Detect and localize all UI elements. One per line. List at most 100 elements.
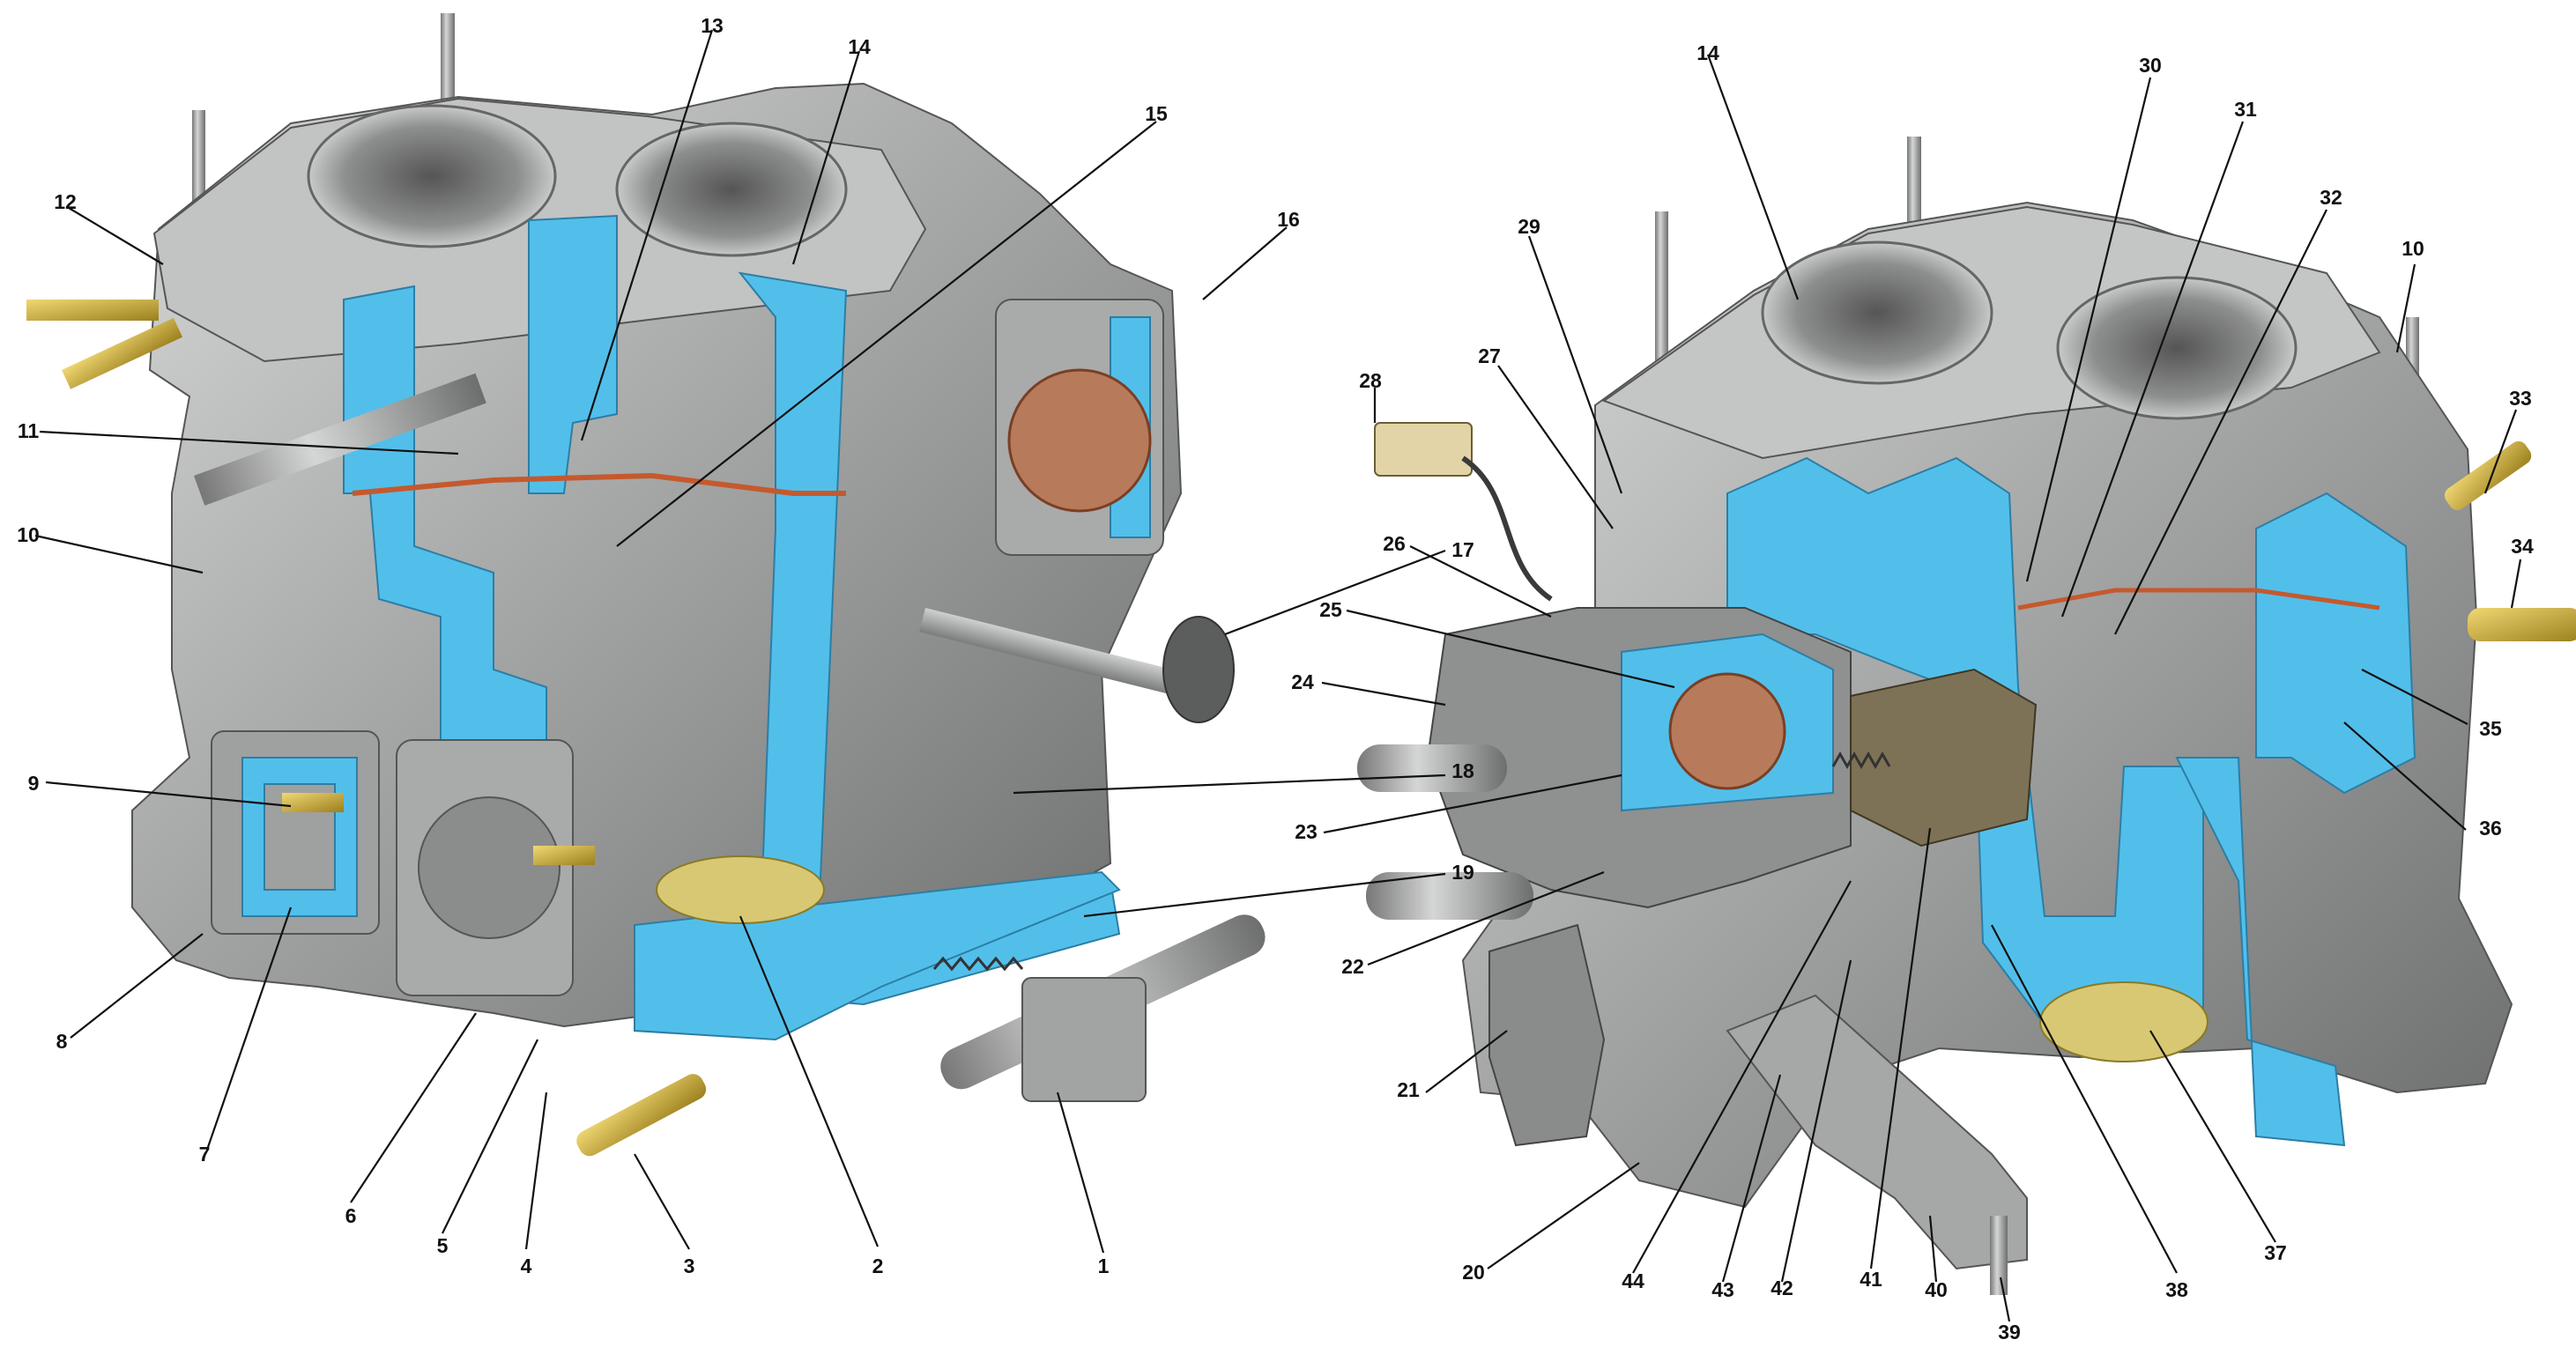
left-carburetor-illustration	[26, 13, 1266, 1157]
callout-41: 41	[1860, 1268, 1882, 1291]
brass-screw	[576, 1074, 707, 1157]
air-bore	[1761, 241, 1993, 385]
fuel-inlet	[26, 300, 159, 321]
callout-7: 7	[199, 1143, 211, 1166]
callout-20: 20	[1462, 1261, 1485, 1284]
brass-valve	[282, 793, 344, 812]
right-carburetor-illustration	[1357, 137, 2576, 1295]
callout-10: 10	[17, 523, 40, 546]
leader-line	[1869, 827, 1932, 1269]
leader-line	[2483, 409, 2518, 494]
air-bore	[307, 104, 557, 248]
leader-line	[1527, 235, 1623, 494]
throttle-lever	[1726, 994, 2028, 1270]
leader-line	[39, 430, 459, 455]
vacuum-tube	[1357, 744, 1507, 792]
callout-25: 25	[1319, 598, 1342, 621]
leader-line	[1487, 1162, 1640, 1269]
leader-line	[1346, 609, 1675, 689]
callout-37: 37	[2264, 1241, 2287, 1264]
throttle-plate	[656, 855, 825, 924]
mounting-stud	[1655, 211, 1668, 361]
leader-line	[2361, 669, 2468, 725]
callout-15: 15	[1145, 102, 1168, 125]
callout-40: 40	[1925, 1278, 1948, 1301]
fuel-fitting	[2468, 608, 2576, 641]
connector-wire	[1461, 455, 1553, 602]
callout-17: 17	[1451, 538, 1474, 561]
leader-line	[524, 1092, 548, 1250]
callout-42: 42	[1771, 1277, 1793, 1299]
air-bore	[615, 122, 848, 257]
leader-line	[70, 933, 204, 1039]
diaphragm	[1668, 672, 1786, 790]
throttle-plate	[2039, 981, 2209, 1062]
leader-line	[1409, 545, 1552, 618]
leader-line	[2149, 1030, 2276, 1243]
bracket	[1488, 923, 1606, 1147]
leader-line	[1321, 681, 1446, 707]
cutaway-section	[528, 214, 618, 494]
air-bore	[2056, 276, 2298, 420]
leader-line	[1928, 1215, 1938, 1283]
callout-9: 9	[28, 772, 40, 795]
callout-14: 14	[848, 35, 871, 58]
leader-line	[580, 29, 714, 441]
leader-line	[616, 121, 1157, 547]
leader-line	[2510, 559, 2522, 609]
callout-35: 35	[2479, 717, 2502, 740]
leader-line	[1425, 1030, 1508, 1093]
leader-line	[1323, 773, 1622, 834]
adjusting-screw	[1990, 1216, 2008, 1295]
leader-line	[2025, 77, 2152, 582]
idle-screw	[193, 373, 486, 506]
leader-line	[45, 781, 292, 808]
leader-line	[350, 1012, 477, 1203]
callout-24: 24	[1291, 670, 1314, 693]
leader-line	[791, 50, 861, 265]
cutaway-section	[2255, 492, 2416, 795]
cutaway-section	[241, 757, 358, 917]
leader-line	[2060, 121, 2245, 618]
cutaway-section	[1726, 456, 2204, 1050]
leader-line	[442, 1039, 538, 1234]
leader-line	[1367, 870, 1605, 966]
callout-10-right: 10	[2402, 237, 2424, 260]
leader-line	[634, 1153, 690, 1250]
callout-11: 11	[18, 419, 40, 442]
leader-line	[1224, 549, 1446, 636]
leader-line	[1056, 1092, 1105, 1254]
leader-line	[1706, 54, 1800, 300]
callout-12: 12	[54, 190, 77, 213]
leader-line	[68, 207, 164, 265]
leader-line	[2114, 209, 2327, 635]
callout-44: 44	[1622, 1269, 1644, 1292]
callout-4: 4	[521, 1254, 532, 1277]
diaphragm	[418, 796, 560, 939]
callout-33: 33	[2509, 387, 2532, 410]
callout-21: 21	[1397, 1078, 1420, 1101]
leader-line	[739, 915, 880, 1247]
callout-31: 31	[2234, 98, 2257, 121]
callout-30: 30	[2139, 54, 2162, 77]
callout-8: 8	[56, 1030, 68, 1053]
callout-32: 32	[2320, 186, 2342, 209]
callout-19: 19	[1451, 861, 1474, 884]
leader-line	[1497, 365, 1614, 529]
gasket	[352, 472, 846, 496]
callout-6: 6	[345, 1204, 357, 1227]
throttle-shaft	[919, 607, 1174, 694]
leader-line	[1991, 924, 2178, 1274]
callout-2: 2	[872, 1254, 884, 1277]
leader-line	[1721, 1074, 1782, 1283]
leader-line	[1632, 880, 1852, 1274]
callout-29: 29	[1518, 215, 1540, 238]
electrical-connector	[1374, 422, 1473, 477]
callout-13: 13	[701, 14, 724, 37]
callout-18: 18	[1451, 759, 1474, 782]
brass-valve	[533, 846, 595, 865]
spring	[932, 956, 1024, 972]
leader-line	[34, 534, 204, 574]
callout-43: 43	[1711, 1278, 1734, 1301]
